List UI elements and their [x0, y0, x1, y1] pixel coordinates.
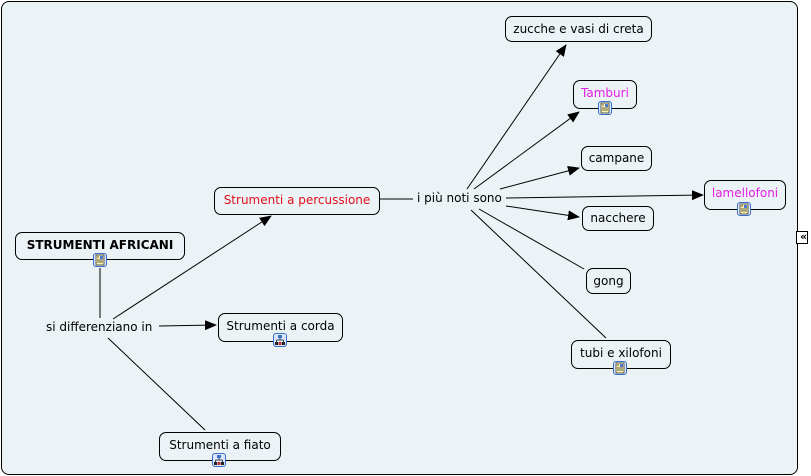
double-chevron-left-icon: «	[799, 230, 807, 243]
concept-label: zucche e vasi di creta	[513, 22, 644, 36]
concept-label: Strumenti a corda	[226, 319, 335, 333]
document-icon[interactable]	[613, 361, 627, 375]
connector-to-campane	[499, 165, 580, 190]
connections-layer	[99, 44, 704, 431]
concept-map-icon[interactable]	[273, 333, 287, 347]
concept-label: tubi e xilofoni	[580, 346, 662, 360]
concept-strumenti-percussione[interactable]: Strumenti a percussione	[214, 187, 380, 215]
connector-to-gong	[478, 208, 585, 270]
connector-to-corda	[158, 320, 217, 331]
concept-map-canvas[interactable]: STRUMENTI AFRICANI si differenziano in S…	[1, 1, 798, 475]
connector-to-fiato	[107, 337, 206, 431]
connector-to-percussione	[112, 215, 272, 320]
concept-label: Strumenti a fiato	[169, 438, 271, 452]
document-icon[interactable]	[598, 101, 612, 115]
collapse-panel-button[interactable]: «	[796, 231, 808, 244]
document-icon[interactable]	[93, 253, 107, 267]
connector-to-tamburi	[473, 111, 580, 190]
concept-label: lamellofoni	[711, 186, 779, 200]
concept-campane[interactable]: campane	[581, 146, 652, 171]
concept-label: STRUMENTI AFRICANI	[26, 238, 174, 252]
connector-to-lamellofoni	[505, 190, 704, 201]
connector-to-nacchere	[505, 205, 580, 221]
connector-to-zucche	[466, 44, 567, 190]
concept-gong[interactable]: gong	[586, 268, 631, 294]
concept-tubi-xilofoni[interactable]: tubi e xilofoni	[571, 340, 671, 369]
connector-to-tubi	[470, 209, 607, 339]
concept-zucche-vasi[interactable]: zucche e vasi di creta	[505, 16, 652, 42]
linking-phrase-differenziano[interactable]: si differenziano in	[44, 320, 155, 334]
document-icon[interactable]	[737, 202, 751, 216]
concept-map-icon[interactable]	[212, 453, 226, 467]
concept-label: nacchere	[590, 211, 646, 225]
concept-lamellofoni[interactable]: lamellofoni	[704, 180, 786, 210]
concept-label: gong	[593, 274, 624, 288]
concept-label: campane	[588, 151, 645, 165]
concept-nacchere[interactable]: nacchere	[582, 206, 654, 231]
linking-phrase-noti[interactable]: i più noti sono	[415, 191, 504, 205]
concept-label: Strumenti a percussione	[223, 193, 371, 207]
concept-label: Tamburi	[581, 86, 629, 100]
